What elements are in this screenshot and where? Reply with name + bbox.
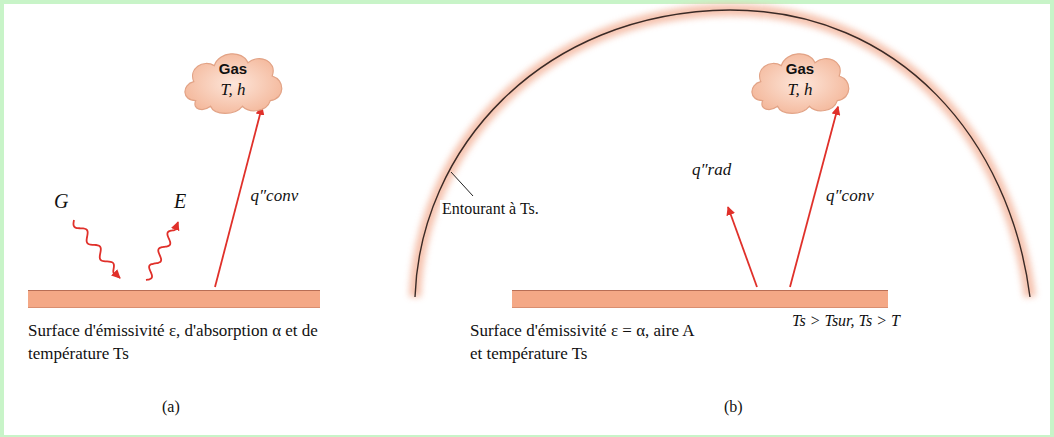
surroundings-glow <box>415 10 1030 297</box>
gas-properties: T, h <box>787 79 812 101</box>
flux-label: q″conv <box>824 186 876 206</box>
panel-label: (a) <box>160 398 182 416</box>
gas-label: Gas <box>786 59 814 79</box>
temperature-condition: Ts > Tsur, Ts > T <box>790 312 902 330</box>
surface-caption: Surface d'émissivité ε, d'absorption α e… <box>28 320 328 366</box>
gas-properties: T, h <box>220 79 245 101</box>
surroundings-label: Entourant à Ts. <box>440 200 541 218</box>
radiation-arrow <box>728 207 757 287</box>
panel-label: (b) <box>722 398 745 416</box>
gas-cloud: GasT, h <box>177 42 289 118</box>
irradiation-symbol: G <box>52 190 70 213</box>
leader-line <box>451 172 473 196</box>
wavy-arrow <box>73 220 120 278</box>
plate-bar <box>512 290 888 308</box>
gas-label: Gas <box>219 59 247 79</box>
surface-plate: Surface d'émissivité ε, d'absorption α e… <box>28 290 320 366</box>
flux-label: q″conv <box>249 186 301 206</box>
flux-label: q″rad <box>690 160 733 180</box>
emission-symbol: E <box>172 190 188 213</box>
cloud-outline <box>185 54 282 113</box>
wavy-arrow <box>146 222 178 280</box>
cloud-outline <box>752 54 849 113</box>
plate-bar <box>28 290 320 308</box>
surroundings-outline <box>415 10 1030 297</box>
surface-caption: Surface d'émissivité ε = α, aire A et te… <box>470 320 695 366</box>
gas-cloud: GasT, h <box>744 42 856 118</box>
